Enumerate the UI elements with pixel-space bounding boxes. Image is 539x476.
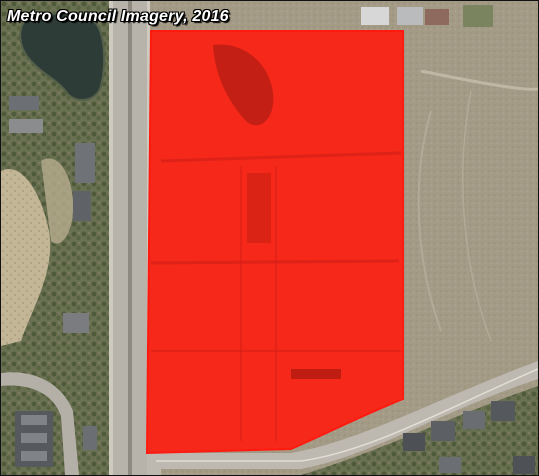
building	[397, 7, 423, 25]
pond	[19, 12, 106, 102]
field-track	[462, 90, 492, 342]
highlighted-parcel	[145, 30, 404, 455]
trees	[463, 5, 493, 27]
map-title: Metro Council Imagery, 2016	[7, 8, 229, 25]
building	[403, 433, 425, 451]
building	[425, 9, 449, 25]
building	[73, 191, 91, 221]
building	[83, 426, 97, 450]
sandy-clearing	[1, 169, 51, 346]
building	[513, 456, 535, 474]
building	[491, 401, 515, 421]
building	[63, 313, 89, 333]
parcel-wet-area	[213, 44, 274, 126]
building-roof	[21, 433, 47, 443]
road-shoulder	[109, 1, 113, 475]
building	[439, 457, 461, 473]
field-track	[420, 69, 538, 91]
building-roof	[21, 415, 47, 425]
building	[463, 411, 485, 429]
building	[75, 143, 95, 183]
building	[431, 421, 455, 441]
field-track	[417, 110, 442, 332]
building	[9, 96, 39, 110]
sandy-patch	[41, 158, 74, 244]
residential-street	[1, 372, 79, 475]
residential-lawns	[301, 386, 538, 475]
building	[9, 119, 43, 133]
road-median	[128, 1, 132, 475]
road-centerline	[156, 368, 538, 462]
building-roof	[21, 451, 47, 461]
building	[361, 7, 389, 25]
